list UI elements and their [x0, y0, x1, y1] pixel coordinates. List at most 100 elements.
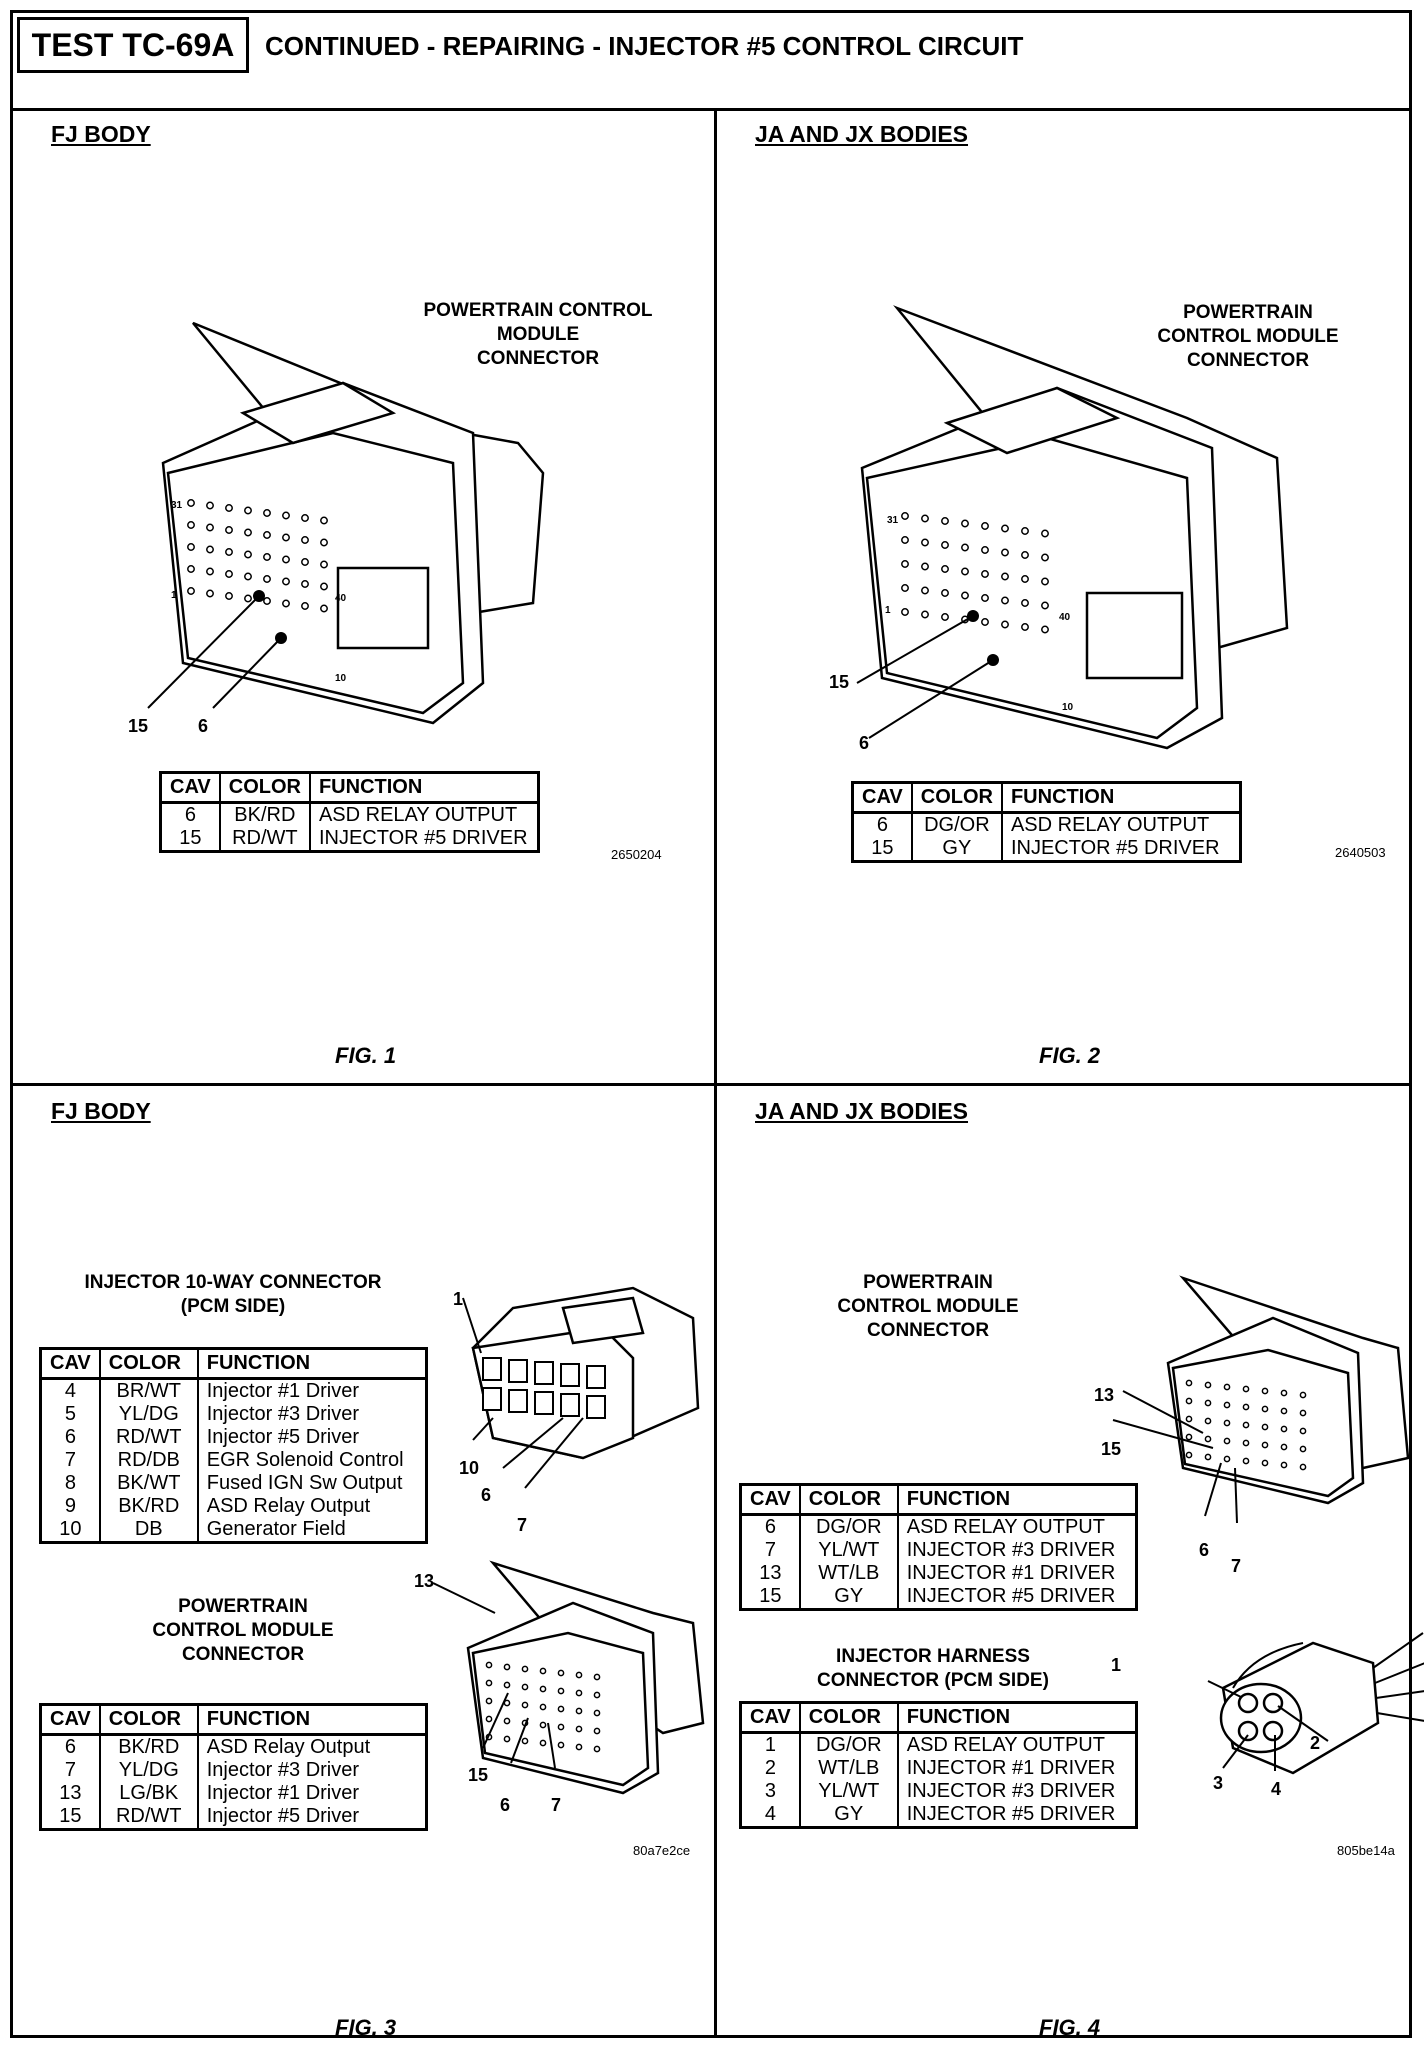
fig2-pin-number: 31: [887, 515, 899, 526]
connector-pin: [575, 1707, 583, 1715]
connector-pin: [1280, 1443, 1288, 1451]
cell: YL/WT: [798, 1539, 899, 1562]
connector-pin: [1021, 575, 1029, 583]
connector-pin: [539, 1667, 547, 1675]
fig1-leader-6: [212, 637, 282, 709]
connector-pin: [225, 548, 233, 556]
connector-pin: [593, 1673, 601, 1681]
cell: ASD RELAY OUTPUT: [1000, 812, 1242, 837]
connector-pin: [1021, 527, 1029, 535]
connector-pin: [485, 1679, 493, 1687]
connector-pin: [1242, 1457, 1250, 1465]
connector-pin: [575, 1743, 583, 1751]
fig3-callout-15: 15: [468, 1765, 489, 1785]
connector-pin: [593, 1709, 601, 1717]
connector-pin: [901, 560, 909, 568]
fig1-image-id: 2650204: [611, 847, 662, 862]
fig3-leader-7: [547, 1722, 556, 1769]
connector-pin: [521, 1665, 529, 1673]
fig1-connector-latch: [239, 381, 397, 445]
connector-pin: [320, 582, 328, 591]
cell: INJECTOR #3 DRIVER: [896, 1539, 1138, 1562]
fig1-connector-label-line: CONNECTOR: [476, 348, 600, 369]
connector-pin: [206, 501, 214, 510]
cell: RD/WT: [218, 827, 311, 852]
fig2-connector-drawing: 31 1 40 10: [856, 305, 1289, 750]
injector-cavity: [482, 1357, 502, 1381]
injector-cavity: [586, 1365, 606, 1389]
connector-pin: [1280, 1425, 1288, 1433]
connector-pin: [503, 1681, 511, 1689]
fig3-callout-6: 6: [500, 1795, 511, 1815]
connector-pin: [1041, 529, 1049, 538]
connector-pin: [1223, 1419, 1231, 1427]
fig3-leader-13: [432, 1582, 496, 1614]
fig3-leader-15: [482, 1692, 509, 1749]
fig4-callout-15: 15: [1101, 1439, 1122, 1459]
connector-pin: [1299, 1463, 1307, 1471]
connector-pin: [1299, 1409, 1307, 1417]
connector-pin: [282, 599, 290, 608]
cell: ASD RELAY OUTPUT: [896, 1732, 1138, 1757]
fig2-connector-label-line: POWERTRAIN: [1183, 302, 1313, 323]
fig2-connector-label-line: CONTROL MODULE: [1157, 326, 1339, 347]
fig1-pin-number: 1: [171, 590, 177, 601]
fig2-table: CAV COLOR FUNCTION 6 DG/OR ASD RELAY OUT…: [851, 781, 1242, 863]
fig4-harness-latch: [1232, 1642, 1304, 1689]
connector-pin: [1021, 623, 1029, 631]
connector-pin: [187, 499, 195, 507]
connector-pin: [1001, 524, 1009, 533]
cell: ASD RELAY OUTPUT: [896, 1514, 1138, 1539]
connector-pin: [539, 1739, 547, 1747]
cell: Generator Field: [196, 1518, 428, 1543]
fig4-harness-cavity: [1262, 1692, 1284, 1714]
connector-pin: [593, 1727, 601, 1735]
cell: RD/WT: [98, 1805, 199, 1830]
connector-pin: [575, 1671, 583, 1679]
fig4-image-id: 805be14a: [1337, 1843, 1395, 1858]
connector-pin: [1299, 1445, 1307, 1453]
cell: 13: [739, 1562, 801, 1585]
connector-pin: [557, 1669, 565, 1677]
fig4-leader-3: [1222, 1734, 1249, 1769]
connector-pin: [301, 536, 309, 544]
fig1-connector-label: POWERTRAIN CONTROL MODULE CONNECTOR: [393, 299, 683, 371]
connector-pin: [244, 528, 252, 537]
fig1-connector-slot: [336, 566, 430, 650]
cell: 5: [39, 1403, 101, 1426]
vertical-divider: [714, 111, 717, 2038]
connector-pin: [981, 570, 989, 578]
col-header: CAV: [739, 1701, 801, 1734]
fig2-pin-number: 40: [1059, 612, 1071, 623]
cell: 15: [739, 1585, 801, 1610]
fig2-connector-label-line: CONNECTOR: [1186, 350, 1310, 371]
cell: WT/LB: [798, 1757, 899, 1780]
fig4-pcm-face: [1171, 1348, 1355, 1498]
col-header: CAV: [159, 771, 221, 804]
connector-pin: [901, 512, 909, 520]
col-header: COLOR: [98, 1703, 199, 1736]
col-header: CAV: [851, 781, 913, 814]
connector-pin: [1021, 599, 1029, 607]
col-header: FUNCTION: [308, 771, 540, 804]
fig2-leader-6: [868, 659, 994, 739]
table-row: 15 GY INJECTOR #5 DRIVER: [851, 837, 1242, 862]
fig3-callout-1: 1: [453, 1289, 464, 1309]
connector-pin: [320, 516, 328, 525]
connector-pin: [301, 580, 309, 588]
connector-pin: [593, 1691, 601, 1699]
fig4-harness-cavity: [1237, 1692, 1259, 1714]
connector-pin: [921, 562, 929, 571]
fig1-connector-drawing: 31 1 40 10: [147, 321, 545, 725]
fig3-callout-7: 7: [551, 1795, 562, 1815]
table-header-row: CAV COLOR FUNCTION: [39, 1347, 428, 1380]
fig2-connector-slot: [1085, 591, 1184, 680]
cell: LG/BK: [98, 1782, 199, 1805]
cell: 8: [39, 1472, 101, 1495]
connector-pin: [557, 1723, 565, 1731]
connector-pin: [1223, 1437, 1231, 1445]
